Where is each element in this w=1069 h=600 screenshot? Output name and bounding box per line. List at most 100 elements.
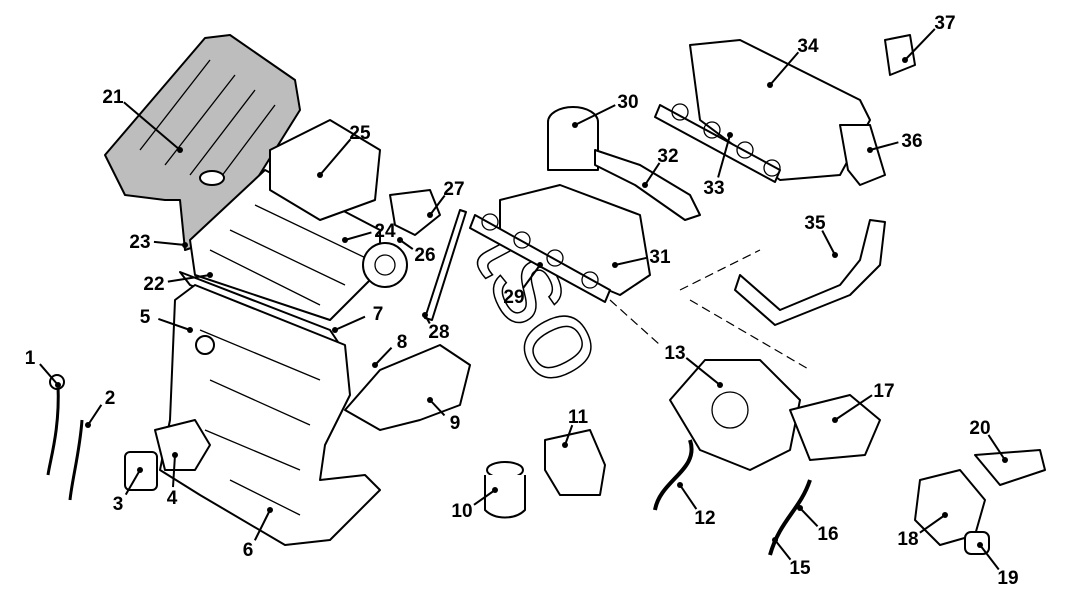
leader-line	[685, 357, 721, 386]
leader-dot	[427, 212, 433, 218]
callout-number: 5	[140, 307, 151, 328]
leader-line	[319, 138, 352, 176]
leader-dot	[677, 482, 683, 488]
oil-filter-bracket	[154, 419, 211, 471]
leader-line	[644, 162, 661, 186]
leader-dot	[317, 172, 323, 178]
leader-line	[344, 231, 372, 241]
callout-16: 16	[797, 505, 839, 545]
callout-15: 15	[772, 537, 811, 579]
leader-line	[904, 28, 936, 61]
leader-line	[679, 484, 698, 510]
callout-31: 31	[612, 247, 671, 268]
mount-arm	[974, 449, 1046, 486]
callout-number: 34	[797, 36, 819, 57]
leader-dot	[397, 237, 403, 243]
leader-dot	[902, 57, 908, 63]
callout-8: 8	[372, 332, 407, 368]
callout-4: 4	[167, 452, 178, 509]
vacuum-pump	[484, 461, 526, 519]
leader-dot	[562, 442, 568, 448]
callout-24: 24	[342, 221, 396, 243]
leader-line	[919, 514, 946, 534]
leader-line	[158, 318, 191, 331]
callout-number: 18	[897, 529, 918, 550]
leader-line	[717, 134, 731, 178]
callout-number: 4	[167, 488, 178, 509]
leader-line	[87, 404, 103, 426]
leader-line	[167, 274, 211, 283]
leader-line	[821, 230, 836, 256]
callout-number: 7	[373, 304, 384, 325]
leader-dot	[332, 327, 338, 333]
callout-number: 11	[568, 407, 589, 428]
callout-27: 27	[427, 179, 465, 218]
leader-dot	[772, 537, 778, 543]
intake-hose	[734, 219, 886, 326]
leader-dot	[207, 272, 213, 278]
callout-number: 8	[397, 332, 408, 353]
leader-line	[522, 264, 541, 289]
callout-32: 32	[642, 146, 679, 188]
leader-line	[334, 315, 366, 331]
callout-number: 28	[428, 322, 449, 343]
callout-10: 10	[451, 487, 498, 522]
callout-13: 13	[664, 343, 723, 388]
callout-30: 30	[572, 92, 639, 128]
callout-23: 23	[129, 232, 188, 253]
leader-dot	[492, 487, 498, 493]
leader-line	[564, 424, 574, 446]
callout-11: 11	[562, 407, 588, 448]
leader-line	[429, 399, 446, 417]
leader-line	[124, 469, 141, 496]
leader-dot	[572, 122, 578, 128]
callout-number: 31	[649, 247, 671, 268]
leader-dot	[267, 507, 273, 513]
turbocharger	[669, 359, 881, 471]
callout-3: 3	[113, 467, 143, 515]
leader-dot	[422, 312, 428, 318]
leader-line	[123, 101, 181, 151]
callout-number: 33	[703, 178, 724, 199]
leader-line	[253, 509, 271, 541]
callout-number: 22	[143, 274, 164, 295]
leader-dot	[832, 417, 838, 423]
leader-line	[153, 240, 186, 246]
callout-number: 1	[25, 348, 36, 369]
leader-dot	[1002, 457, 1008, 463]
callout-number: 21	[102, 87, 124, 108]
callout-number: 32	[657, 146, 678, 167]
callout-9: 9	[427, 397, 460, 434]
callout-number: 15	[789, 558, 811, 579]
sensor	[884, 34, 916, 76]
leader-dot	[797, 505, 803, 511]
callout-28: 28	[422, 312, 450, 343]
intake-manifold	[654, 39, 886, 186]
callout-number: 27	[443, 179, 464, 200]
callout-number: 35	[804, 213, 826, 234]
leader-dot	[537, 262, 543, 268]
callout-number: 30	[617, 92, 638, 113]
leader-line	[979, 544, 1000, 571]
leader-line	[987, 434, 1006, 461]
leader-dot	[767, 82, 773, 88]
callout-number: 3	[113, 494, 124, 515]
callout-1: 1	[25, 348, 61, 388]
callout-number: 23	[129, 232, 150, 253]
leader-dot	[187, 327, 193, 333]
callout-number: 9	[450, 413, 461, 434]
callout-18: 18	[897, 512, 948, 550]
leader-dot	[832, 252, 838, 258]
leader-line	[869, 141, 899, 151]
dipstick	[46, 384, 84, 501]
leader-line	[39, 363, 59, 386]
leader-dot	[942, 512, 948, 518]
callout-25: 25	[317, 123, 371, 178]
callout-36: 36	[867, 131, 923, 153]
callout-5: 5	[140, 307, 193, 333]
callout-number: 26	[414, 245, 435, 266]
callout-26: 26	[397, 237, 436, 266]
oil-pipes	[653, 439, 812, 556]
callout-37: 37	[902, 13, 956, 63]
